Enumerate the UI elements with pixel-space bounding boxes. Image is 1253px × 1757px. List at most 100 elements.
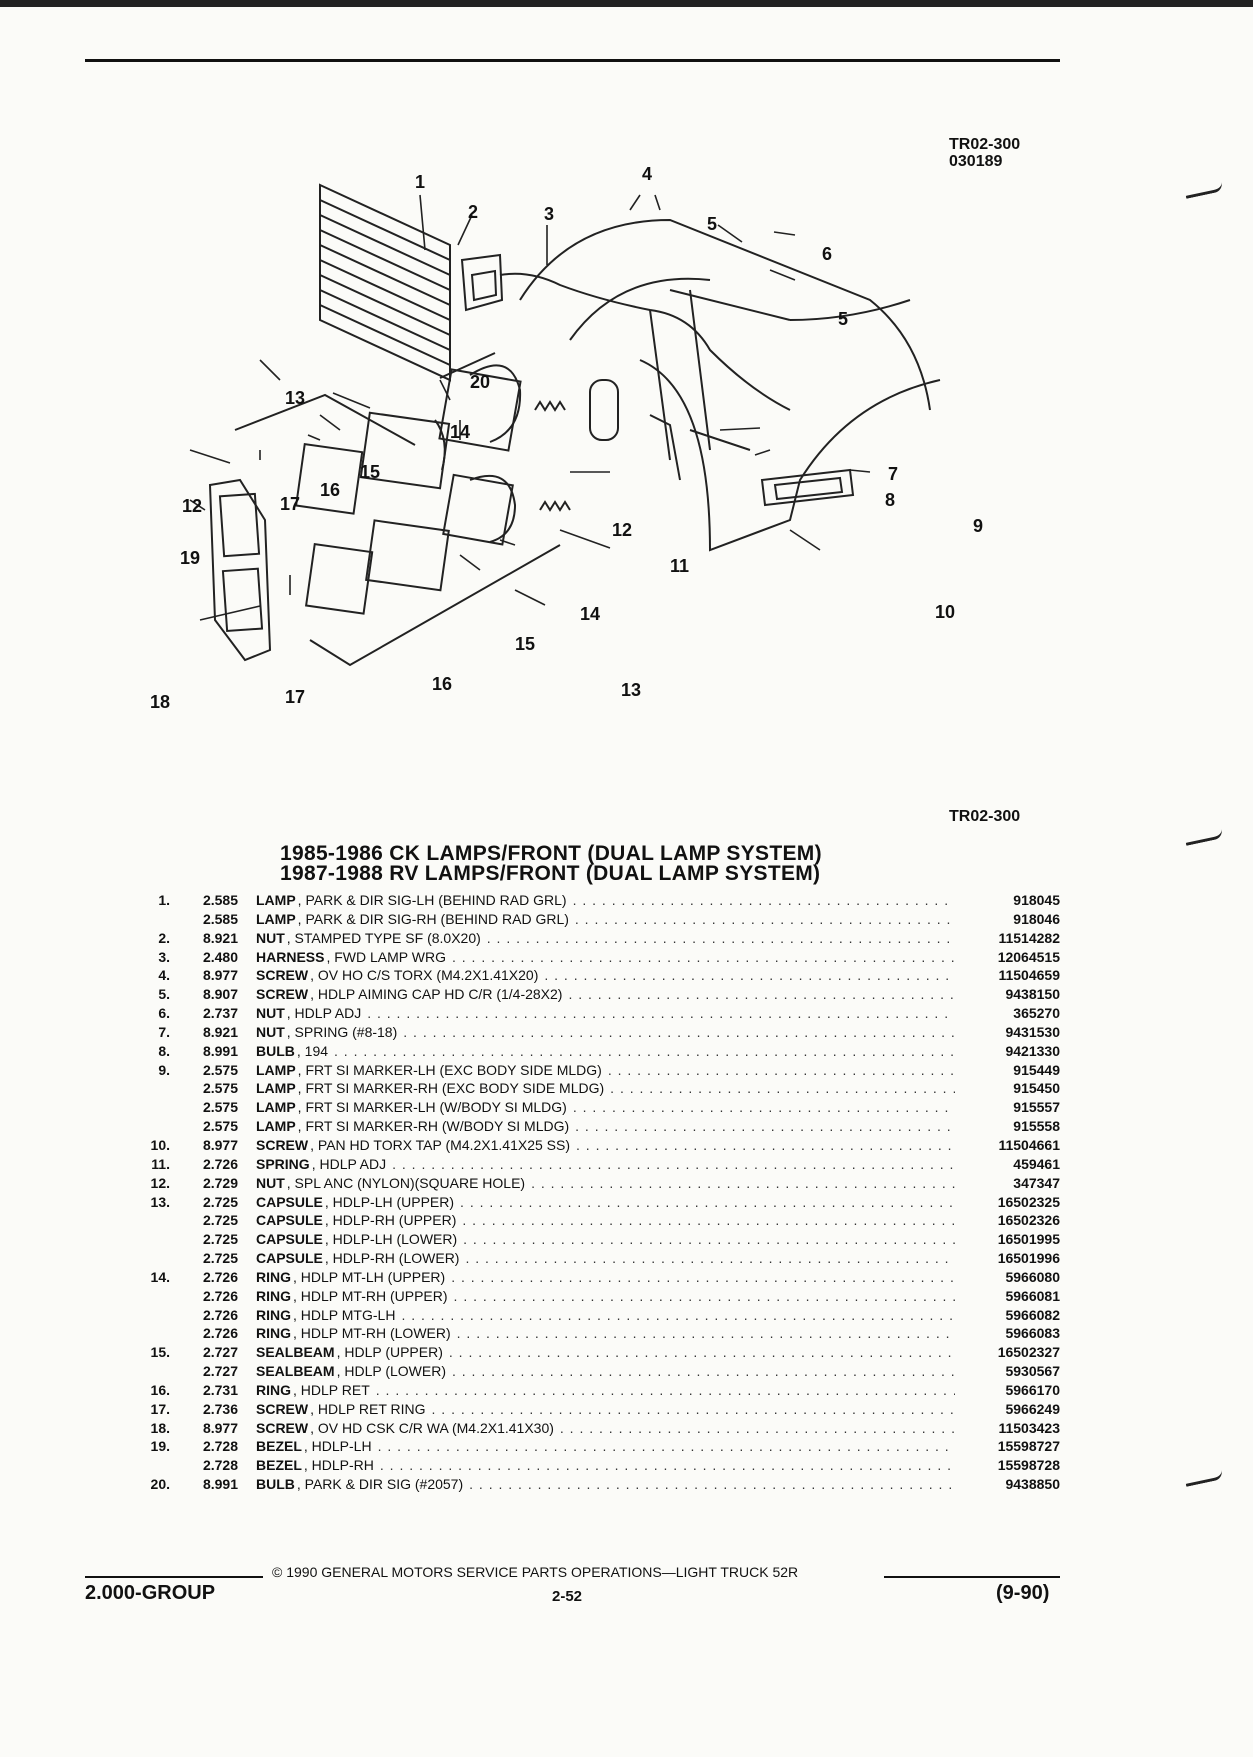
group-number: 2.725 xyxy=(202,1250,238,1267)
part-description: SEALBEAM, HDLP (LOWER) xyxy=(256,1363,955,1379)
footer-rule-right xyxy=(884,1576,1060,1578)
callout-label: 20 xyxy=(470,372,490,392)
part-number: 918045 xyxy=(1013,892,1060,908)
part-description: SCREW, PAN HD TORX TAP (M4.2X1.41X25 SS) xyxy=(256,1137,955,1153)
callout-label: 12 xyxy=(612,520,632,540)
part-description: SEALBEAM, HDLP (UPPER) xyxy=(256,1344,955,1360)
item-number: 14. xyxy=(150,1268,170,1285)
dot-leader xyxy=(367,1005,955,1021)
callout-label: 19 xyxy=(180,548,200,568)
part-number: 365270 xyxy=(1013,1005,1060,1022)
dot-leader xyxy=(452,949,955,965)
part-spec: , HDLP RET RING xyxy=(310,1400,426,1417)
part-description: CAPSULE, HDLP-RH (UPPER) xyxy=(256,1212,955,1228)
part-number: 5930567 xyxy=(1005,1363,1060,1380)
group-number: 8.921 xyxy=(202,1023,238,1040)
group-number: 8.977 xyxy=(202,967,238,984)
part-number: 9438150 xyxy=(1005,986,1060,1003)
item-number: 11. xyxy=(151,1155,170,1172)
part-description: BULB, PARK & DIR SIG (#2057) xyxy=(256,1476,955,1492)
group-number: 8.907 xyxy=(202,986,238,1003)
dot-leader xyxy=(573,1099,955,1115)
part-name: RING xyxy=(256,1268,291,1285)
footer-rule-left xyxy=(85,1576,263,1578)
callout-label: 18 xyxy=(150,692,170,712)
lower-capsule-group xyxy=(304,473,561,667)
copyright-notice: © 1990 GENERAL MOTORS SERVICE PARTS OPER… xyxy=(272,1564,799,1580)
part-spec: , HDLP AIMING CAP HD C/R (1/4-28X2) xyxy=(310,986,563,1003)
group-number: 2.725 xyxy=(202,1231,238,1248)
part-name: SCREW xyxy=(256,967,309,984)
page-title: 1985-1986 CK LAMPS/FRONT (DUAL LAMP SYST… xyxy=(280,843,822,884)
callout-label: 15 xyxy=(360,462,380,482)
dot-leader xyxy=(575,911,955,927)
item-number: 9. xyxy=(158,1061,170,1078)
group-number: 2.727 xyxy=(202,1363,238,1380)
part-number: 11514282 xyxy=(998,929,1060,946)
page-number: 2-52 xyxy=(552,1588,583,1605)
item-number: 4. xyxy=(158,967,170,984)
fender-body xyxy=(519,218,941,552)
part-spec: , SPRING (#8-18) xyxy=(286,1023,398,1040)
part-number: 11504659 xyxy=(998,967,1060,984)
part-description: BEZEL, HDLP-LH xyxy=(256,1438,955,1454)
part-description: LAMP, PARK & DIR SIG-LH (BEHIND RAD GRL) xyxy=(256,892,955,908)
part-name: LAMP xyxy=(256,1099,296,1116)
dot-leader xyxy=(392,1156,955,1172)
part-name: LAMP xyxy=(256,1118,296,1135)
part-spec: , 194 xyxy=(296,1042,329,1059)
dot-leader xyxy=(334,1043,955,1059)
group-number: 8.991 xyxy=(202,1042,238,1059)
part-number: 459461 xyxy=(1013,1155,1060,1172)
part-description: RING, HDLP MTG-LH xyxy=(256,1307,955,1323)
group-number: 2.575 xyxy=(202,1061,238,1078)
part-description: NUT, SPL ANC (NYLON)(SQUARE HOLE) xyxy=(256,1175,955,1191)
side-marker-lamp xyxy=(760,468,855,507)
part-number: 347347 xyxy=(1013,1174,1060,1191)
part-spec: , HDLP-LH (UPPER) xyxy=(324,1193,455,1210)
part-name: SCREW xyxy=(256,1136,309,1153)
dot-leader xyxy=(608,1062,955,1078)
callout-label: 7 xyxy=(888,464,898,484)
part-spec: , HDLP-RH (UPPER) xyxy=(324,1212,457,1229)
part-description: LAMP, PARK & DIR SIG-RH (BEHIND RAD GRL) xyxy=(256,911,955,927)
dot-leader xyxy=(544,967,955,983)
part-description: SCREW, HDLP AIMING CAP HD C/R (1/4-28X2) xyxy=(256,986,955,1002)
part-spec: , PARK & DIR SIG-RH (BEHIND RAD GRL) xyxy=(297,910,569,927)
group-number: 8.977 xyxy=(202,1136,238,1153)
dot-leader xyxy=(378,1438,955,1454)
illustration-code: TR02-300 030189 xyxy=(949,136,1020,170)
dot-leader xyxy=(449,1344,955,1360)
dot-leader xyxy=(457,1325,955,1341)
part-spec: , OV HD CSK C/R WA (M4.2X1.41X30) xyxy=(310,1419,554,1436)
part-description: RING, HDLP RET xyxy=(256,1382,955,1398)
dot-leader xyxy=(460,1194,955,1210)
dot-leader xyxy=(576,1137,955,1153)
group-number: 2.575 xyxy=(202,1118,238,1135)
part-spec: , HDLP-RH (LOWER) xyxy=(324,1250,460,1267)
part-name: BULB xyxy=(256,1476,295,1493)
part-name: NUT xyxy=(256,1174,285,1191)
part-description: HARNESS, FWD LAMP WRG xyxy=(256,949,955,965)
part-number: 16502325 xyxy=(997,1193,1060,1210)
part-number: 9431530 xyxy=(1005,1023,1060,1040)
exploded-view-drawing: 1 2 3 4 5 6 5 7 8 9 10 11 12 12 13 13 14… xyxy=(150,164,983,712)
part-number: 16501996 xyxy=(997,1250,1060,1267)
part-description: BEZEL, HDLP-RH xyxy=(256,1457,955,1473)
illustration-reference: TR02-300 xyxy=(949,808,1021,825)
callout-label: 9 xyxy=(973,516,983,536)
group-number: 2.726 xyxy=(202,1306,238,1323)
part-name: SCREW xyxy=(256,986,309,1003)
part-name: RING xyxy=(256,1306,291,1323)
part-description: RING, HDLP MT-RH (UPPER) xyxy=(256,1288,955,1304)
dot-leader xyxy=(376,1382,955,1398)
group-label: 2.000-GROUP xyxy=(85,1582,216,1604)
dot-leader xyxy=(573,892,955,908)
